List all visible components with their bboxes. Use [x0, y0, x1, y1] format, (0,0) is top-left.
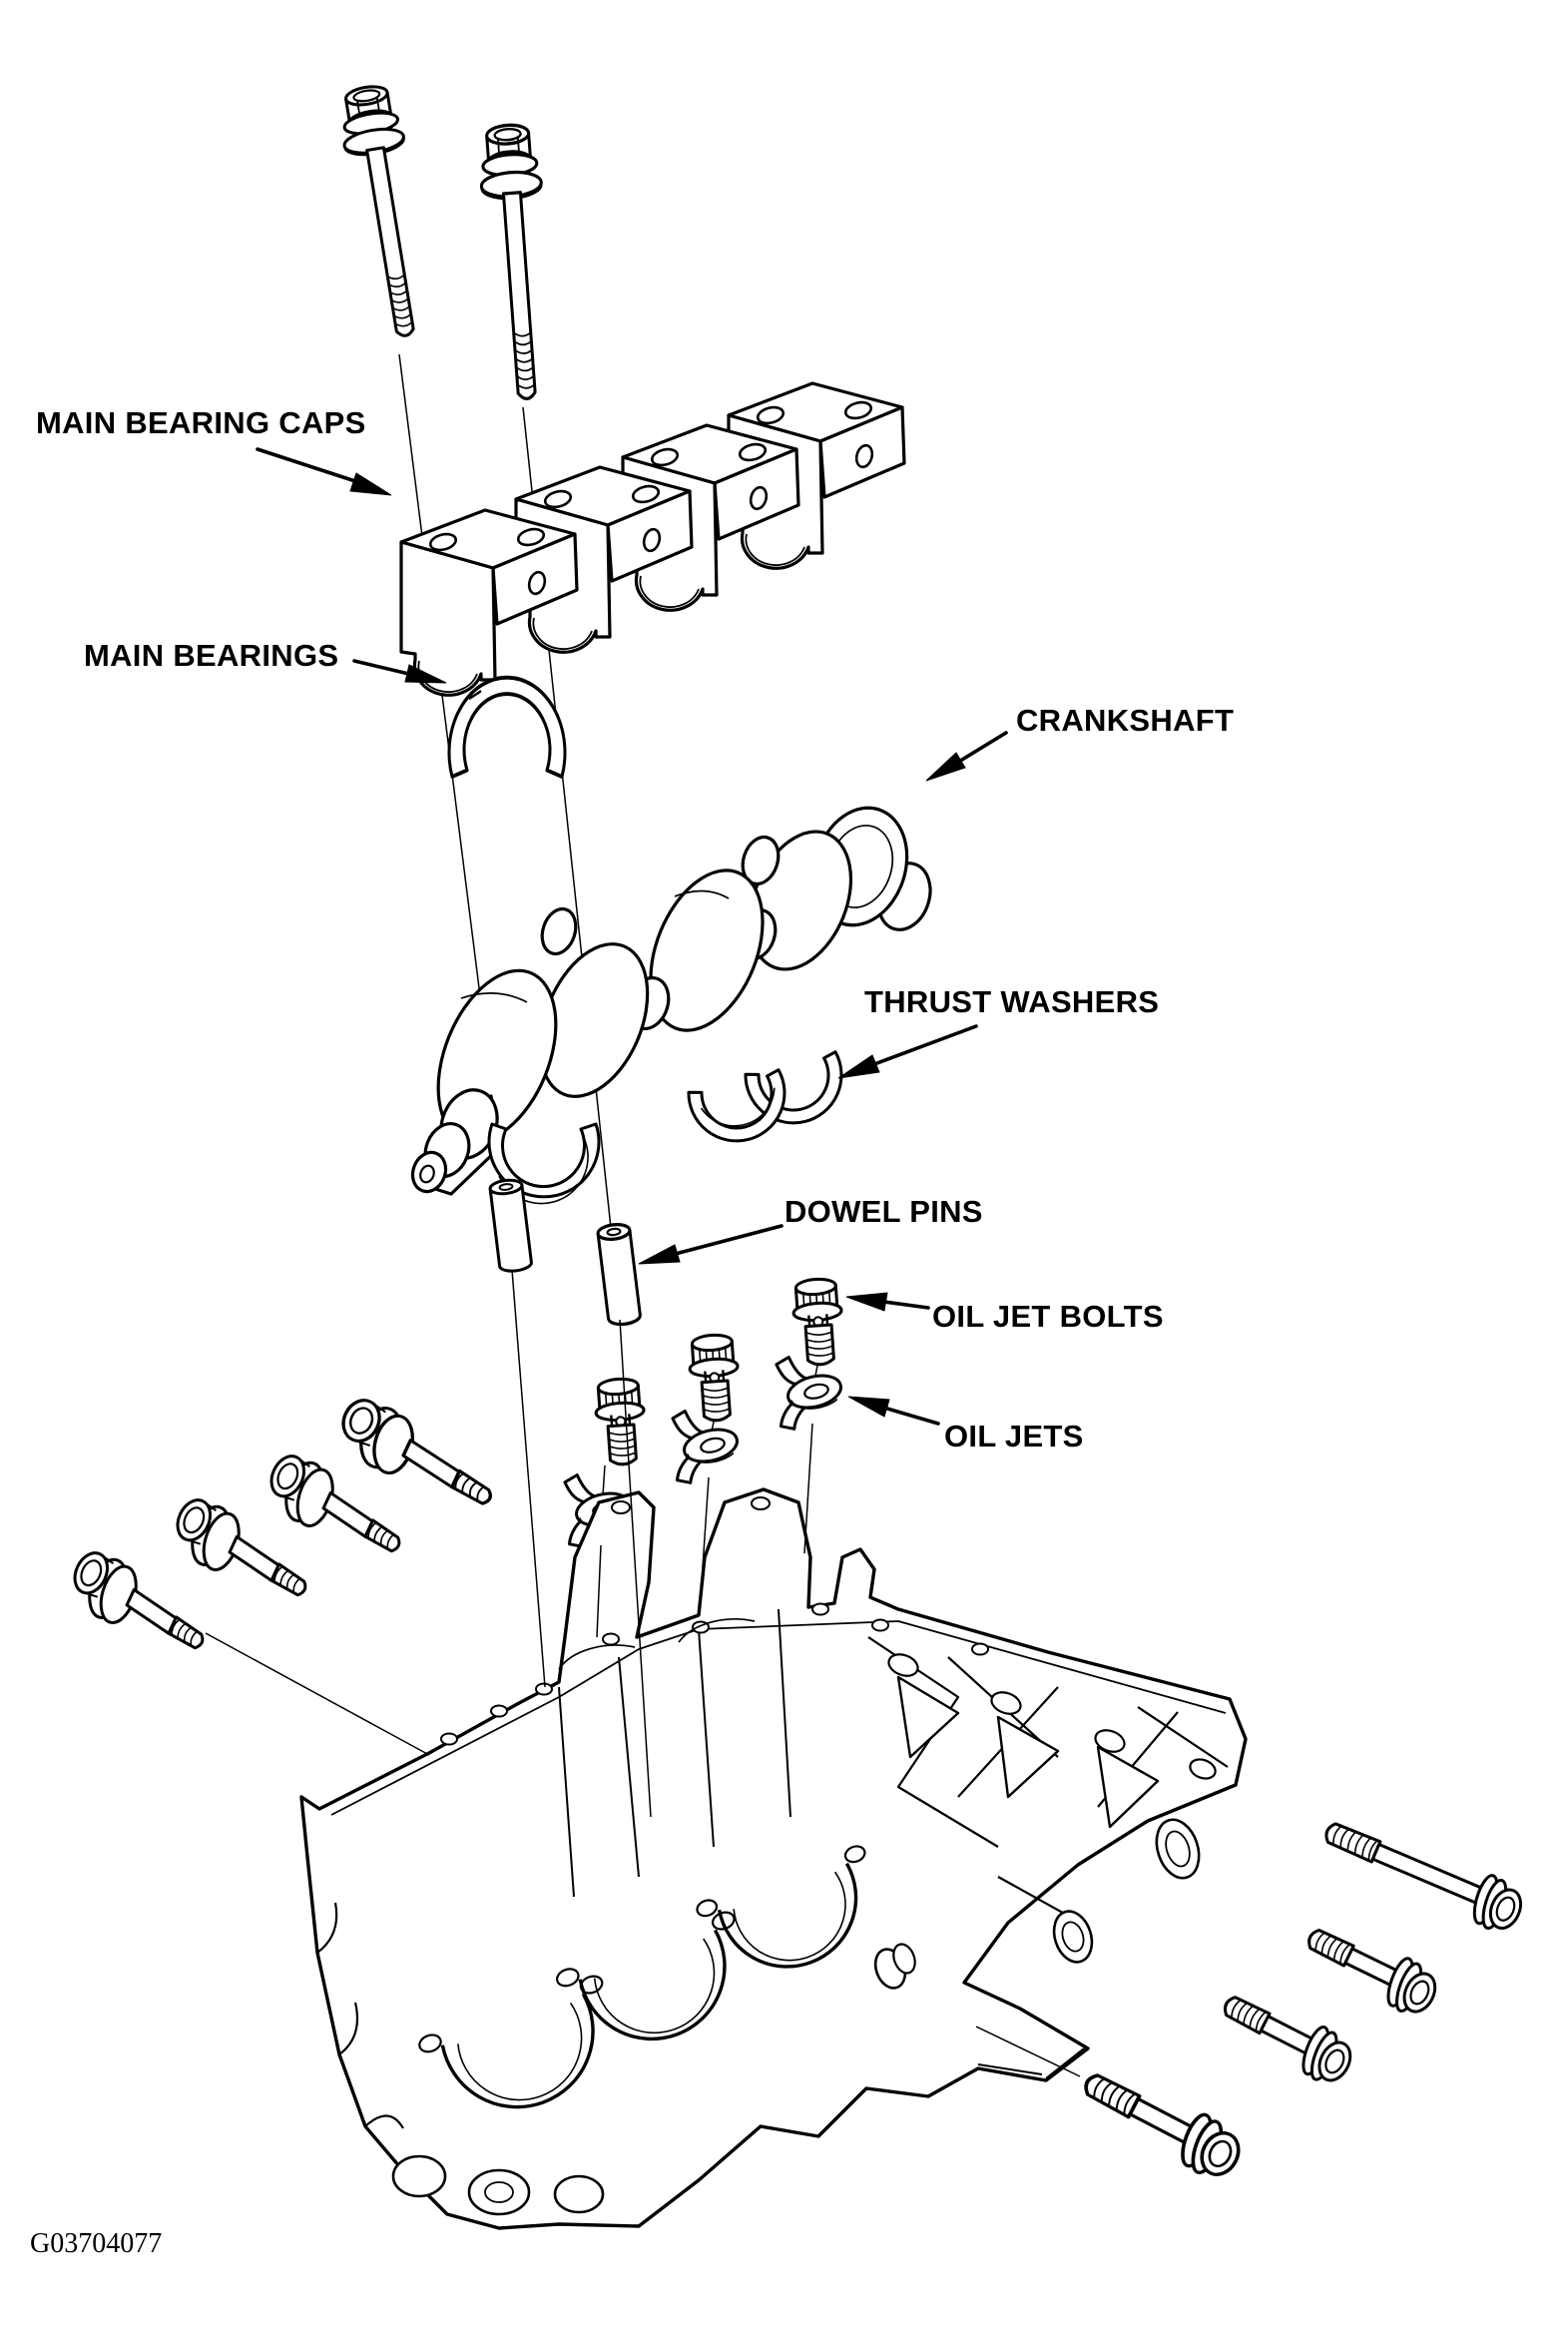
alignment-leader-lines-lower	[205, 1269, 1081, 2077]
left-side-bolt-4	[59, 1542, 222, 1665]
main-cap-bolt-1	[333, 81, 437, 342]
right-side-bolt-2	[1297, 1913, 1446, 2024]
label-arrows	[256, 447, 1008, 1426]
label-oil-jet-bolts: OIL JET BOLTS	[932, 1299, 1164, 1334]
label-thrust-washers: THRUST WASHERS	[864, 984, 1160, 1019]
upper-main-bearing-shell	[447, 675, 567, 779]
label-main-bearing-caps: MAIN BEARING CAPS	[36, 405, 366, 440]
label-crankshaft: CRANKSHAFT	[1016, 703, 1235, 738]
arrow-oil-jets	[847, 1396, 940, 1426]
engine-block	[299, 1487, 1248, 2230]
crankshaft-part	[410, 806, 932, 1196]
oil-jet-bolt-2	[686, 1332, 744, 1424]
right-side-bolt-4	[1071, 2056, 1251, 2188]
label-dowel-pins: DOWEL PINS	[784, 1194, 983, 1229]
oil-jet-3	[772, 1350, 848, 1433]
thrust-washers-pair	[687, 1050, 843, 1143]
arrow-main-bearing-caps	[256, 447, 392, 496]
arrow-crankshaft	[925, 731, 1008, 782]
figure-id: G03704077	[30, 2228, 163, 2259]
right-side-bolt-3	[1212, 1980, 1361, 2092]
label-main-bearings: MAIN BEARINGS	[84, 638, 339, 673]
left-side-bolt-1	[327, 1389, 509, 1521]
arrow-dowel-pins	[638, 1224, 784, 1265]
dowel-pin-2	[595, 1221, 643, 1328]
arrow-oil-jet-bolts	[845, 1292, 930, 1312]
oil-jet-bolt-3	[789, 1276, 847, 1368]
oil-jet-bolt-1	[592, 1376, 650, 1467]
arrow-thrust-washers	[837, 1024, 978, 1079]
right-side-bolt-1	[1314, 1806, 1531, 1940]
label-oil-jets: OIL JETS	[944, 1419, 1084, 1454]
main-cap-bolt-2	[475, 121, 559, 403]
arrow-main-bearings	[352, 659, 447, 684]
